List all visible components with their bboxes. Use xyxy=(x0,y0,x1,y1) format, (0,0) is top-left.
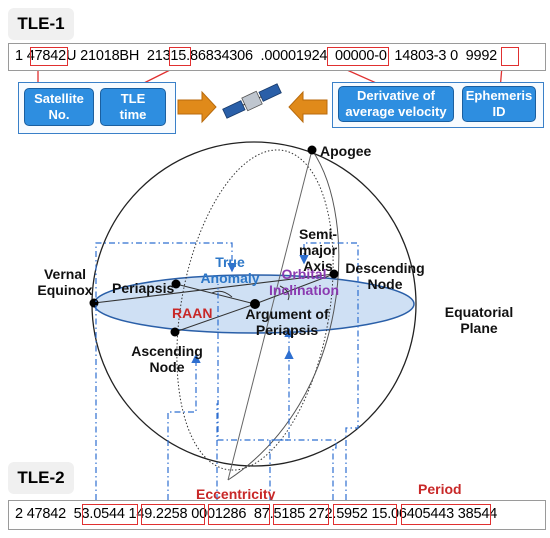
argument-of-periapsis-label: Argument of Periapsis xyxy=(245,306,329,338)
tle2-line-text: 2 47842 53.0544 149.2258 0001286 87.5185… xyxy=(15,506,498,522)
apogee-point xyxy=(307,145,317,155)
meridian-line xyxy=(227,149,340,481)
tle1-line-box: 1 47842U 21018BH 21315.86834306 .0000192… xyxy=(8,43,546,71)
tle2-line-box: 2 47842 53.0544 149.2258 0001286 87.5185… xyxy=(8,500,546,530)
true-anomaly-label: True Anomaly xyxy=(200,254,260,286)
descending-node-label: Descending Node xyxy=(345,260,425,292)
ephemeris-box: Ephemeris ID xyxy=(462,86,536,122)
center-to-node xyxy=(174,303,256,333)
tle1-line-text: 1 47842U 21018BH 21315.86834306 .0000192… xyxy=(15,48,498,64)
axis-line xyxy=(227,149,313,481)
tle-time-box: TLE time xyxy=(100,88,166,126)
satellite-no-box: Satellite No. xyxy=(24,88,94,126)
vernal-equinox-point xyxy=(89,298,99,308)
eccentricity-label: Eccentricity xyxy=(196,486,276,502)
period-label: Period xyxy=(418,481,462,497)
periapsis-point xyxy=(171,279,181,289)
tle2-hl-argument xyxy=(273,504,329,525)
tle1-hl-time xyxy=(169,47,191,66)
periapsis-line xyxy=(175,283,256,305)
tle2-hl-raan xyxy=(141,504,205,525)
tle2-hl-period xyxy=(401,504,491,525)
orbit-ellipse xyxy=(176,149,334,471)
semi-major-line xyxy=(254,273,335,305)
tle1-hl-satno xyxy=(30,47,68,66)
ascending-node-point xyxy=(170,327,180,337)
tle2-hl-inclination xyxy=(82,504,138,525)
node-line xyxy=(93,273,335,304)
tle1-hl-ephemeris xyxy=(501,47,519,66)
left-arrow-icon xyxy=(288,90,328,124)
tle1-title: TLE-1 xyxy=(8,8,74,40)
orbital-inclination-label: Orbital Inclination xyxy=(269,266,339,298)
satellite-icon xyxy=(222,83,282,119)
periapsis-label: Periapsis xyxy=(112,280,175,296)
right-arrow-icon xyxy=(177,90,217,124)
anomaly-arc xyxy=(211,290,233,298)
tle2-hl-anomaly xyxy=(333,504,397,525)
center-point xyxy=(250,299,260,309)
tle1-hl-derivative xyxy=(327,47,389,66)
semi-major-axis-label: Semi-major Axis xyxy=(298,226,338,274)
vernal-equinox-label: Vernal Equinox xyxy=(37,266,93,298)
ascending-node-label: Ascending Node xyxy=(131,343,203,375)
descending-node-point xyxy=(329,269,339,279)
raan-label: RAAN xyxy=(172,305,213,321)
equatorial-plane-label: Equatorial Plane xyxy=(444,304,514,336)
inclination-arc xyxy=(279,285,290,301)
tle2-hl-eccentricity xyxy=(208,504,270,525)
tle2-title: TLE-2 xyxy=(8,462,74,494)
derivative-box: Derivative of average velocity xyxy=(338,86,454,122)
apogee-label: Apogee xyxy=(320,143,372,159)
